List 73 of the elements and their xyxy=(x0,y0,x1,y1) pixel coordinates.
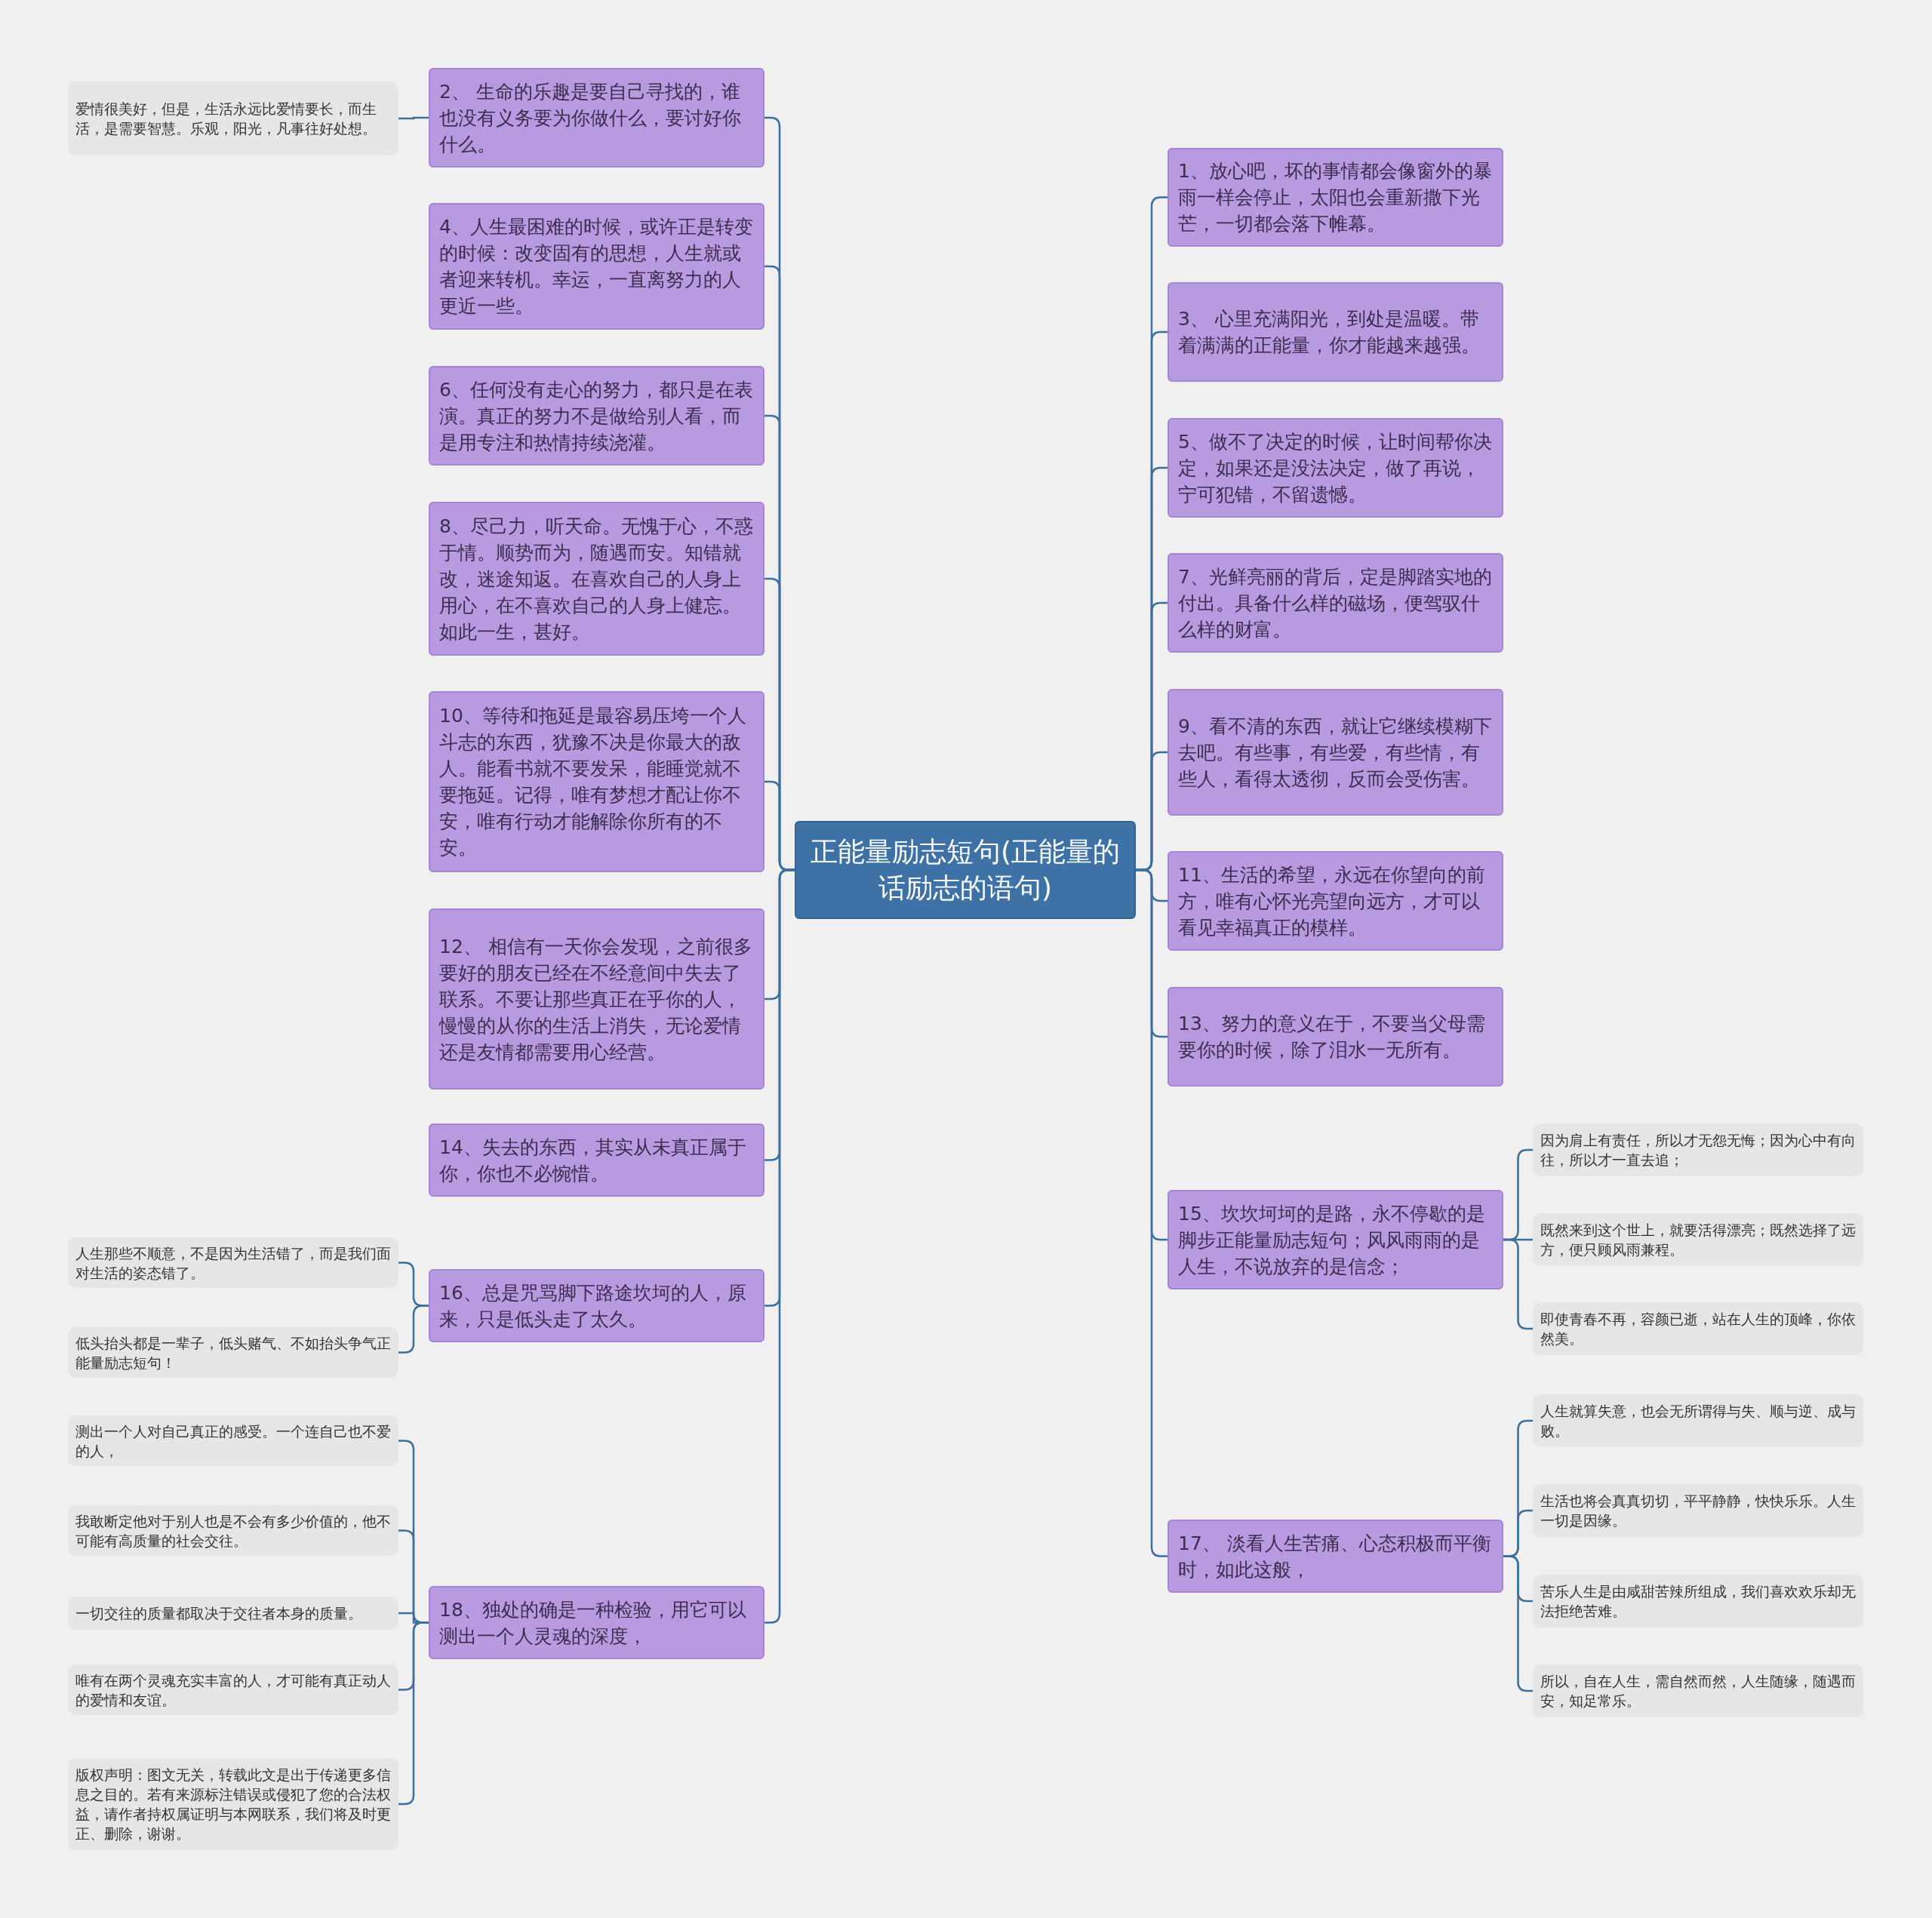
topic-box xyxy=(429,203,764,330)
topic-text: 3、 心里充满阳光，到处是温暖。带着满满的正能量，你才能越来越强。 xyxy=(1178,307,1481,358)
topic-text: 15、坎坎坷坷的是路，永不停歇的是脚步正能量励志短句；风风雨雨的是人生，不说放弃的是信念； xyxy=(1178,1201,1486,1279)
topic-text: 4、人生最困难的时候，或许正是转变的时候：改变固有的思想，人生就或者迎来转机。幸运，一直离努力的人更近一些。 xyxy=(439,215,754,318)
connector-line xyxy=(398,1305,429,1354)
topic-text: 7、光鲜亮丽的背后，定是脚踏实地的付出。具备什么样的磁场，便驾驭什么样的财富。 xyxy=(1178,564,1493,642)
topic-box xyxy=(1168,553,1503,653)
subtopic-box xyxy=(68,1237,398,1288)
topic-text: 6、任何没有走心的努力，都只是在表演。真正的努力不是做给别人看，而是用专注和热情持续浇灌。 xyxy=(439,377,754,455)
topic-text: 2、 生命的乐趣是要自己寻找的，谁也没有义务要为你做什么，要讨好你什么。 xyxy=(439,79,742,157)
subtopic-box xyxy=(68,1597,398,1630)
subtopic-box xyxy=(68,81,398,155)
topic-box xyxy=(429,1123,764,1197)
topic-text: 低头抬头都是一辈子，低头赌气、不如抬头争气正能量励志短句！ xyxy=(75,1333,391,1372)
topic-text: 12、 相信有一天你会发现，之前很多要好的朋友已经在不经意间中失去了联系。不要让那些真正在乎你的人，慢慢的从你的生活上消失，无论爱情还是友情都需要用心经营。 xyxy=(439,934,753,1065)
subtopic-box xyxy=(1533,1123,1863,1176)
subtopic-box xyxy=(68,1664,398,1715)
topic-box xyxy=(1168,418,1503,518)
topic-text: 我敢断定他对于别人也是不会有多少价值的，他不可能有高质量的社会交往。 xyxy=(75,1511,391,1551)
topic-box xyxy=(1168,1190,1503,1289)
topic-box xyxy=(1168,689,1503,816)
topic-text: 5、做不了决定的时候，让时间帮你决定，如果还是没法决定，做了再说，宁可犯错，不留遗憾。 xyxy=(1178,429,1493,507)
topic-text: 因为肩上有责任，所以才无怨无悔；因为心中有向往，所以才一直去追； xyxy=(1540,1131,1856,1170)
topic-text: 9、看不清的东西，就让它继续模糊下去吧。有些事，有些爱，有些情，有些人，看得太透彻，反而会受伤害。 xyxy=(1178,714,1493,791)
topic-text: 10、等待和拖延是最容易压垮一个人斗志的东西，犹豫不决是你最大的敌人。能看书就不要发呆，能睡觉就不要拖延。记得，唯有梦想才配让你不安，唯有行动才能解除你所有的不安。 xyxy=(439,704,747,860)
topic-box xyxy=(1168,282,1503,382)
subtopic-box xyxy=(68,1505,398,1556)
topic-box xyxy=(1168,987,1503,1087)
topic-text: 即使青春不再，容颜已逝，站在人生的顶峰，你依然美。 xyxy=(1540,1310,1856,1348)
subtopic-box xyxy=(68,1758,398,1850)
topic-text: 人生那些不顺意，不是因为生活错了，而是我们面对生活的姿态错了。 xyxy=(75,1243,391,1283)
topic-text: 生活也将会真真切切，平平静静，快快乐乐。人生一切是因缘。 xyxy=(1540,1492,1856,1530)
topic-text: 1、放心吧，坏的事情都会像窗外的暴雨一样会停止，太阳也会重新撒下光芒，一切都会落下帷幕。 xyxy=(1178,159,1493,236)
subtopic-box xyxy=(68,1327,398,1378)
topic-box xyxy=(429,502,764,656)
topic-box xyxy=(1168,851,1503,951)
topic-text: 11、生活的希望，永远在你望向的前方，唯有心怀光亮望向远方，才可以看见幸福真正的模样。 xyxy=(1178,862,1486,940)
connector-line xyxy=(398,1621,429,1806)
topic-box xyxy=(429,68,764,168)
topic-text: 所以，自在人生，需自然而然，人生随缘，随遇而安，知足常乐。 xyxy=(1540,1672,1856,1711)
topic-box xyxy=(1168,148,1503,247)
subtopic-box xyxy=(1533,1575,1863,1628)
connector-line xyxy=(398,116,429,120)
topic-text: 唯有在两个灵魂充实丰富的人，才可能有真正动人的爱情和友谊。 xyxy=(75,1671,391,1710)
topic-text: 一切交往的质量都取决于交往者本身的质量。 xyxy=(75,1604,363,1623)
subtopic-box xyxy=(1533,1213,1863,1266)
topic-text: 17、 淡看人生苦痛、心态积极而平衡时，如此这般， xyxy=(1178,1531,1492,1582)
connector-line xyxy=(1503,1238,1533,1330)
topic-text: 测出一个人对自己真正的感受。一个连自己也不爱的人， xyxy=(75,1422,391,1461)
topic-box xyxy=(429,691,764,872)
topic-text: 13、努力的意义在于，不要当父母需要你的时候，除了泪水一无所有。 xyxy=(1178,1012,1486,1062)
topic-text: 16、总是咒骂脚下路途坎坷的人，原来，只是低头走了太久。 xyxy=(439,1280,747,1332)
topic-box xyxy=(429,1269,764,1342)
subtopic-box xyxy=(1533,1394,1863,1447)
topic-text: 既然来到这个世上，就要活得漂亮；既然选择了远方，便只顾风雨兼程。 xyxy=(1540,1221,1856,1259)
topic-text: 正能量励志短句(正能量的话励志的语句) xyxy=(809,835,1121,905)
topic-text: 版权声明：图文无关，转载此文是出于传递更多信息之目的。若有来源标注错误或侵犯了您的合法权益，请作者持权属证明与本网联系，我们将及时更正、删除，谢谢。 xyxy=(75,1766,391,1843)
topic-box xyxy=(429,366,764,466)
subtopic-box xyxy=(1533,1302,1863,1355)
subtopic-box xyxy=(68,1415,398,1466)
topic-text: 18、独处的确是一种检验，用它可以测出一个人灵魂的深度， xyxy=(439,1597,747,1649)
central-topic-box xyxy=(795,821,1136,919)
topic-box xyxy=(1168,1520,1503,1593)
topic-text: 14、失去的东西，其实从未真正属于你，你也不必惋惜。 xyxy=(439,1135,747,1186)
topic-text: 8、尽己力，听天命。无愧于心，不惑于情。顺势而为，随遇而安。知错就改，迷途知返。在喜欢自己的人身上用心，在不喜欢自己的人身上健忘。如此一生，甚好。 xyxy=(439,514,754,644)
topic-text: 爱情很美好，但是，生活永远比爱情要长，而生活，是需要智慧。乐观，阳光，凡事往好处想。 xyxy=(75,100,377,138)
topic-box xyxy=(429,1586,764,1659)
subtopic-box xyxy=(1533,1484,1863,1537)
topic-text: 苦乐人生是由咸甜苦辣所组成，我们喜欢欢乐却无法拒绝苦难。 xyxy=(1540,1582,1856,1621)
connector-line xyxy=(1503,1555,1533,1692)
topic-box xyxy=(429,908,764,1090)
subtopic-box xyxy=(1533,1664,1863,1717)
topic-text: 人生就算失意，也会无所谓得与失、顺与逆、成与败。 xyxy=(1540,1402,1856,1440)
